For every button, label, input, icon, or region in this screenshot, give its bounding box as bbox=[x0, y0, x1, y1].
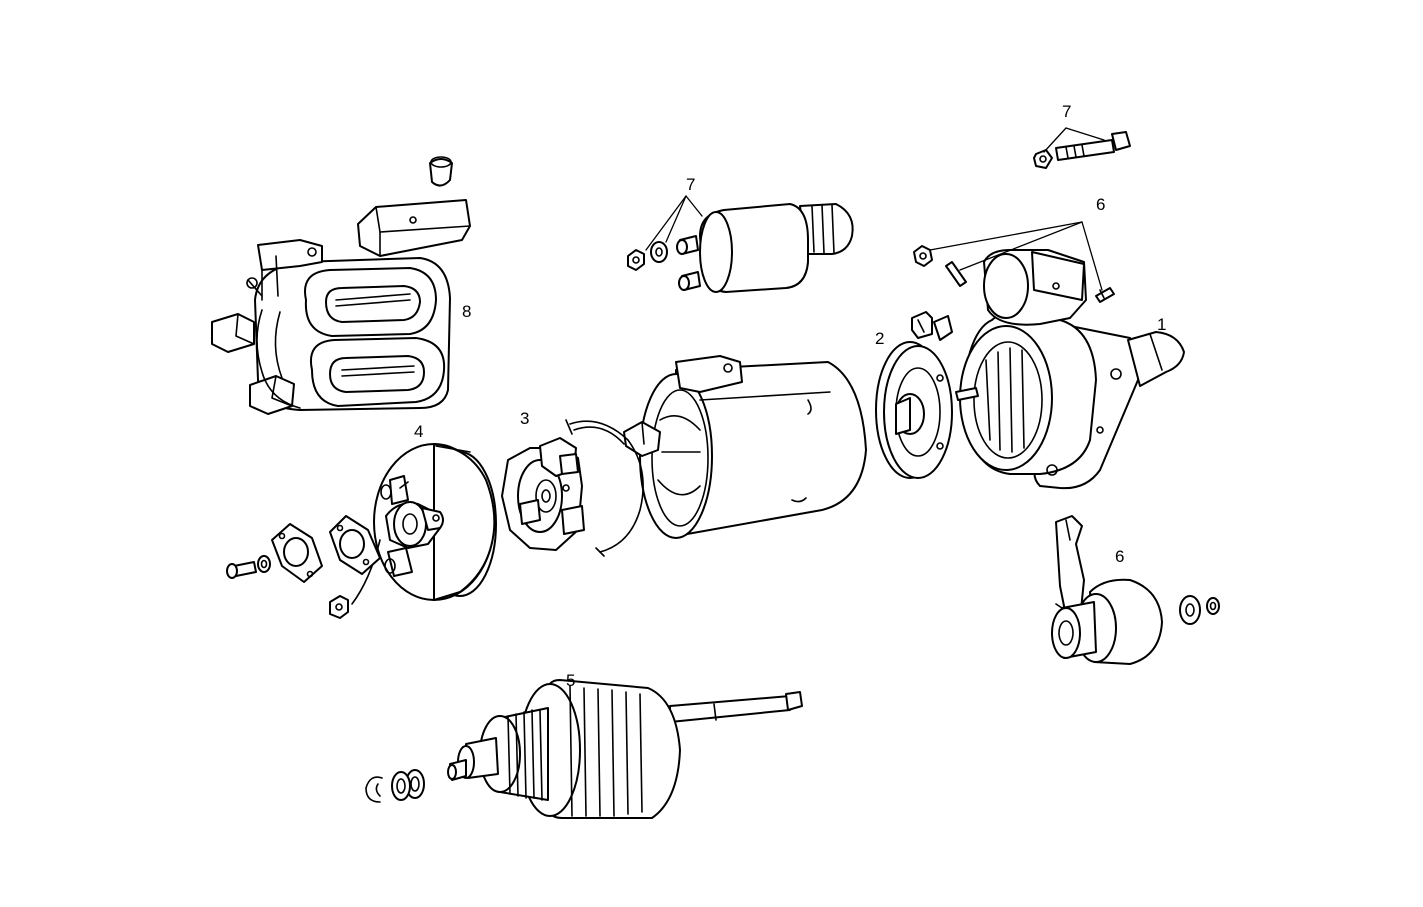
callout-8: 8 bbox=[462, 302, 471, 321]
callout-7-solenoid: 7 bbox=[686, 175, 695, 194]
part-8-brush-holder-assembly bbox=[211, 156, 471, 415]
cover-plate-and-fasteners bbox=[226, 515, 381, 619]
callout-3: 3 bbox=[520, 409, 529, 428]
callout-labels: 7 7 6 8 1 2 3 4 6 5 bbox=[414, 102, 1166, 690]
part-6-fasteners bbox=[913, 245, 1115, 303]
leader-lines bbox=[645, 127, 1105, 291]
part-7-solenoid bbox=[627, 203, 854, 293]
callout-6-pinion: 6 bbox=[1115, 547, 1124, 566]
part-5-armature bbox=[365, 679, 803, 819]
callout-7-bolt: 7 bbox=[1062, 102, 1071, 121]
part-4-end-cover bbox=[351, 443, 497, 605]
part-7-through-bolt bbox=[1033, 131, 1131, 169]
yoke-housing bbox=[623, 355, 867, 539]
part-3-brush-plate bbox=[501, 419, 644, 557]
callout-6-fasteners: 6 bbox=[1096, 195, 1105, 214]
part-2-intermediate-plate bbox=[875, 311, 953, 479]
part-1-drive-end-housing bbox=[955, 249, 1185, 490]
callout-4: 4 bbox=[414, 422, 423, 441]
part-6-drive-pinion bbox=[1051, 515, 1220, 665]
callout-2: 2 bbox=[875, 329, 884, 348]
callout-5: 5 bbox=[566, 671, 575, 690]
callout-1: 1 bbox=[1157, 315, 1166, 334]
